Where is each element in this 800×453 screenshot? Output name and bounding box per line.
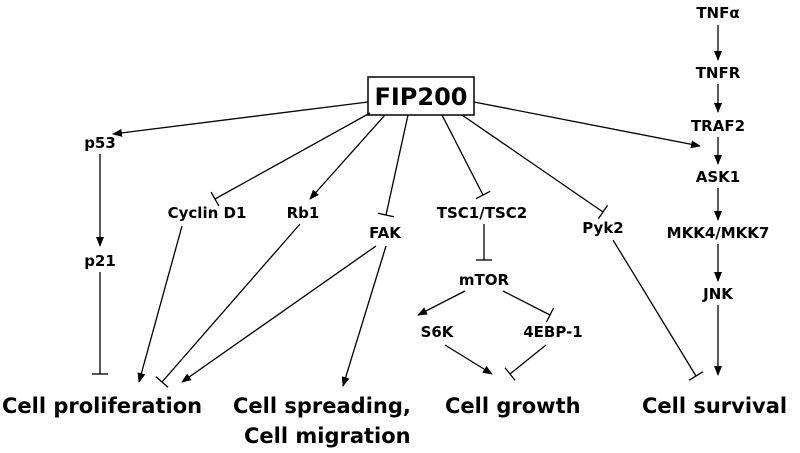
edge-mtor-to-4ebp1: [502, 290, 551, 316]
node-tnfa: TNFα: [696, 4, 739, 22]
fip200-label: FIP200: [374, 83, 467, 111]
outcome-cell-spreading: Cell spreading,: [233, 394, 411, 418]
outcome-cell-migration: Cell migration: [244, 424, 411, 448]
node-ask1: ASK1: [696, 168, 740, 186]
edge-mtor-to-4ebp1-bar: [545, 307, 555, 323]
edge-fip200-to-fak-bar: [378, 212, 394, 218]
edge-fak-to-proliferation: [181, 245, 377, 383]
edge-fip200-to-traf2: [473, 101, 701, 149]
edge-fip200-to-tsc: [441, 114, 484, 196]
edge-fip200-to-rb1: [309, 114, 386, 200]
edge-fak-to-migration: [341, 245, 387, 387]
edge-rb1-to-proliferation: [161, 223, 301, 383]
node-cyclin-d1: Cyclin D1: [168, 204, 247, 222]
edge-fip200-to-tsc-bar: [475, 190, 491, 200]
node-tsc1-tsc2: TSC1/TSC2: [437, 204, 527, 222]
edge-fip200-to-cyclin-d1-bar: [210, 191, 220, 207]
edge-4ebp1-to-growth: [509, 344, 547, 375]
edge-pyk2-to-survival-bar: [688, 371, 704, 381]
node-tnfr: TNFR: [696, 64, 741, 82]
node-s6k: S6K: [421, 323, 455, 341]
edge-mtor-to-s6k: [417, 290, 466, 316]
edge-fip200-to-pyk2-bar: [597, 205, 609, 219]
edge-fip200-to-fak: [385, 114, 409, 216]
node-p53: p53: [84, 134, 116, 152]
node-rb1: Rb1: [287, 204, 320, 222]
edge-cyclin-to-proliferation: [137, 225, 183, 383]
outcome-cell-proliferation: Cell proliferation: [2, 394, 202, 418]
node-traf2: TRAF2: [691, 117, 745, 135]
node-fak: FAK: [369, 224, 402, 242]
node-jnk: JNK: [702, 285, 734, 303]
outcome-cell-growth: Cell growth: [445, 394, 581, 418]
node-p21: p21: [84, 252, 116, 270]
edge-fip200-to-cyclin-d1: [214, 112, 371, 200]
node-mtor: mTOR: [459, 271, 510, 289]
fip200-box: [367, 76, 475, 116]
edges: [92, 25, 722, 388]
node-4ebp1: 4EBP-1: [523, 323, 583, 341]
edge-fip200-to-pyk2: [461, 114, 604, 213]
node-pyk2: Pyk2: [582, 219, 623, 237]
edge-pyk2-to-survival: [612, 239, 697, 377]
edge-fip200-to-p53: [112, 101, 369, 137]
edge-s6k-to-growth: [444, 344, 493, 375]
outcome-cell-survival: Cell survival: [642, 394, 787, 418]
edge-rb1-to-proliferation-bar: [155, 376, 169, 388]
edge-4ebp1-to-growth-bar: [504, 367, 516, 381]
node-mkk: MKK4/MKK7: [667, 224, 770, 242]
